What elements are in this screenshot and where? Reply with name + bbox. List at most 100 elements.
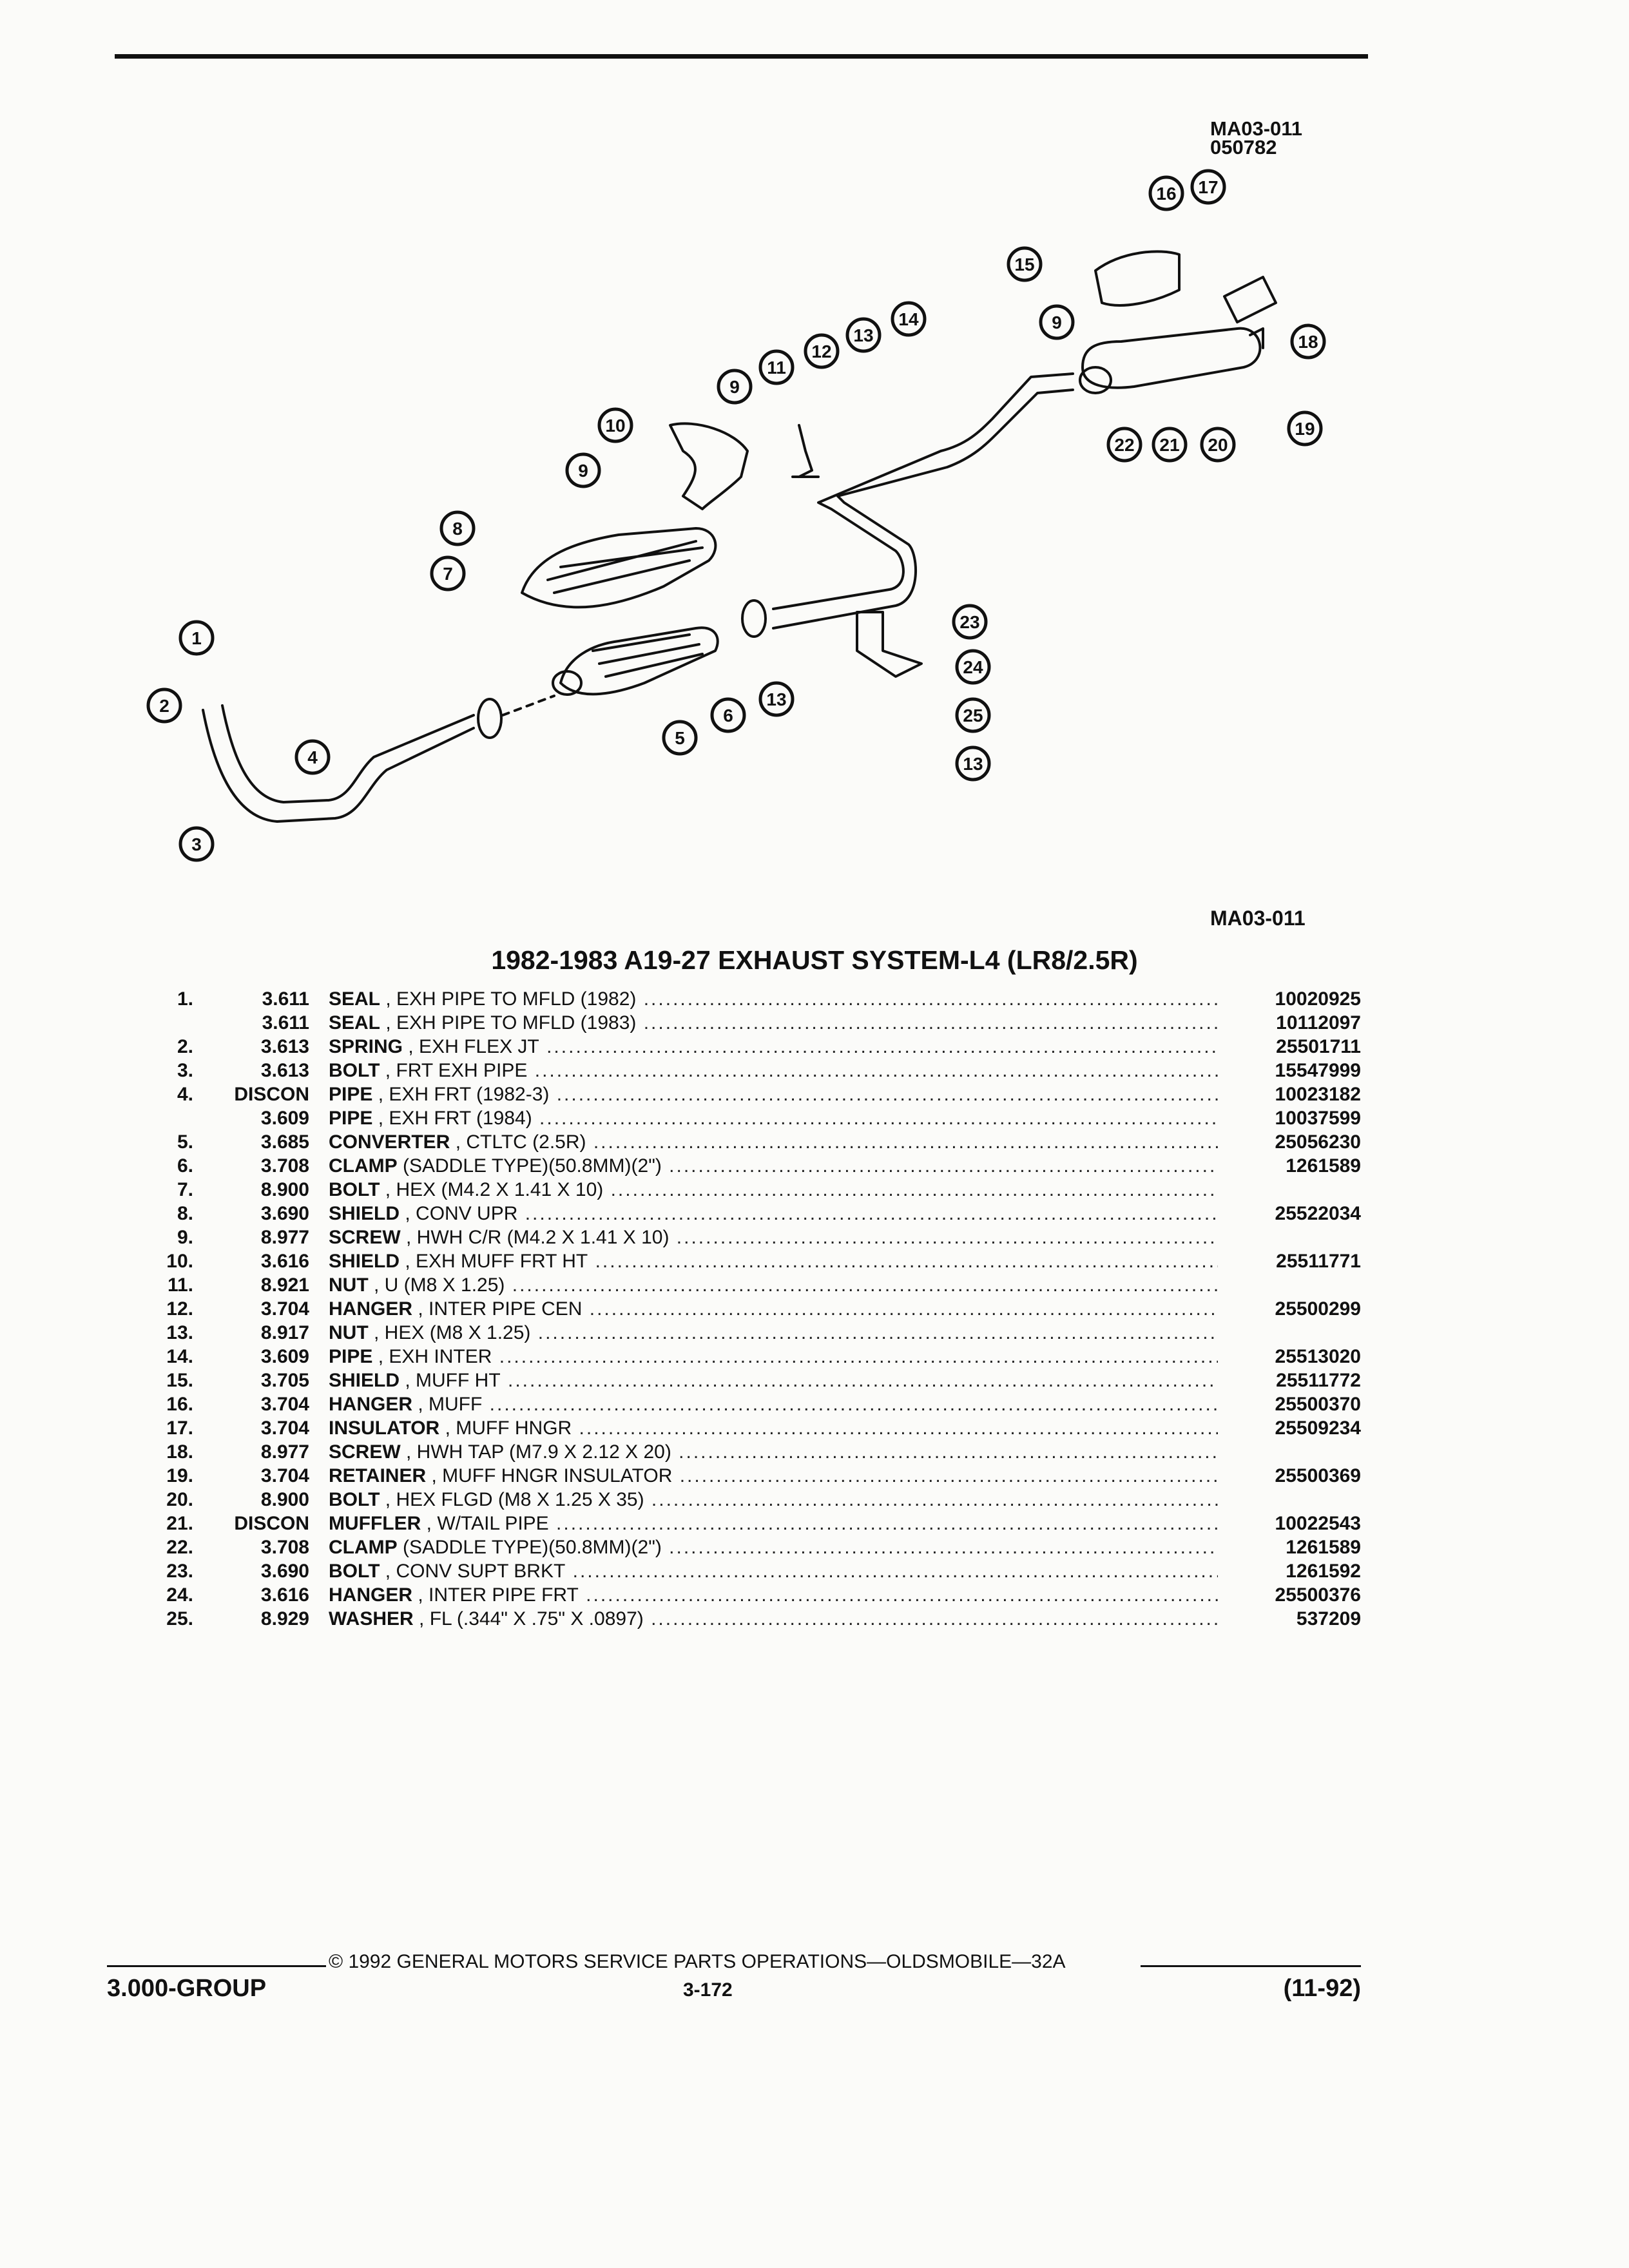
part-index: 6. — [177, 1155, 193, 1177]
part-description: CLAMP (SADDLE TYPE)(50.8MM)(2") ........… — [329, 1535, 1218, 1559]
part-description: BOLT , CONV SUPT BRKT ..................… — [329, 1559, 1218, 1583]
part-detail: , INTER PIPE CEN — [418, 1298, 583, 1320]
svg-text:18: 18 — [1298, 332, 1318, 352]
callout-8: 8 — [439, 510, 476, 546]
part-name: NUT — [329, 1322, 369, 1343]
exhaust-exploded-diagram: 1 2 3 4 5 6 7 8 9 9 9 10 11 12 13 13 13 … — [146, 169, 1326, 862]
part-index: 17. — [166, 1418, 193, 1439]
callout-16: 16 — [1148, 175, 1184, 211]
part-name: PIPE — [329, 1108, 373, 1129]
part-description: NUT , HEX (M8 X 1.25) ..................… — [329, 1321, 1218, 1345]
part-number: 10037599 — [1275, 1108, 1361, 1129]
part-name: WASHER — [329, 1608, 414, 1629]
part-detail: , HWH C/R (M4.2 X 1.41 X 10) — [406, 1227, 670, 1248]
part-description: SCREW , HWH TAP (M7.9 X 2.12 X 20) .....… — [329, 1440, 1218, 1464]
part-index: 16. — [166, 1394, 193, 1415]
leader-dots: ........................................… — [651, 1608, 1218, 1629]
callout-9c: 9 — [1039, 304, 1075, 340]
part-description: SHIELD , MUFF HT .......................… — [329, 1369, 1218, 1392]
leader-dots: ........................................… — [643, 1012, 1218, 1033]
part-name: INSULATOR — [329, 1418, 440, 1439]
part-detail: , FL (.344" X .75" X .0897) — [419, 1608, 644, 1629]
callout-6: 6 — [710, 697, 746, 733]
part-number: 10020925 — [1275, 988, 1361, 1010]
part-number: 25500370 — [1275, 1394, 1361, 1415]
leader-dots: ........................................… — [539, 1108, 1218, 1129]
svg-text:24: 24 — [963, 657, 983, 677]
part-detail: , EXH INTER — [378, 1346, 492, 1367]
part-group-number: 3.704 — [260, 1418, 309, 1439]
part-group-number: 3.685 — [260, 1131, 309, 1153]
parts-row: 17. 3.704 INSULATOR , MUFF HNGR ..........… — [0, 1416, 1629, 1440]
callout-18: 18 — [1290, 323, 1326, 360]
part-name: SEAL — [329, 1012, 381, 1033]
part-description: BOLT , HEX (M4.2 X 1.41 X 10) ..........… — [329, 1178, 1218, 1202]
part-group-number: DISCON — [234, 1084, 309, 1105]
part-name: BOLT — [329, 1060, 380, 1081]
part-index: 5. — [177, 1131, 193, 1153]
part-group-number: 8.929 — [260, 1608, 309, 1629]
leader-dots: ........................................… — [572, 1561, 1218, 1582]
part-detail: , U (M8 X 1.25) — [374, 1274, 505, 1296]
svg-text:5: 5 — [675, 728, 685, 748]
part-detail: , W/TAIL PIPE — [426, 1513, 549, 1534]
part-index: 21. — [166, 1513, 193, 1534]
part-group-number: 3.690 — [260, 1203, 309, 1224]
part-number: 15547999 — [1275, 1060, 1361, 1081]
leader-dots: ........................................… — [669, 1155, 1218, 1177]
part-detail: , HEX FLGD (M8 X 1.25 X 35) — [385, 1489, 644, 1510]
callout-4: 4 — [294, 739, 331, 775]
callout-5: 5 — [662, 720, 698, 756]
part-description: SEAL , EXH PIPE TO MFLD (1983) .........… — [329, 1011, 1218, 1035]
part-description: SHIELD , EXH MUFF FRT HT ...............… — [329, 1249, 1218, 1273]
leader-dots: ........................................… — [651, 1489, 1218, 1510]
part-detail: , EXH FRT (1984) — [378, 1108, 532, 1129]
part-number: 25522034 — [1275, 1203, 1361, 1224]
leader-dots: ........................................… — [676, 1227, 1218, 1248]
part-index: 11. — [167, 1274, 193, 1296]
leader-dots: ........................................… — [537, 1322, 1218, 1343]
part-detail: , EXH FLEX JT — [408, 1036, 539, 1057]
callout-23: 23 — [952, 604, 988, 640]
part-description: WASHER , FL (.344" X .75" X .0897) .....… — [329, 1607, 1218, 1631]
leader-dots: ........................................… — [512, 1274, 1218, 1296]
part-index: 8. — [177, 1203, 193, 1224]
part-number: 25500299 — [1275, 1298, 1361, 1320]
svg-text:3: 3 — [191, 834, 202, 854]
part-number: 25511771 — [1276, 1251, 1361, 1272]
top-rule — [115, 54, 1368, 59]
part-name: SEAL — [329, 988, 381, 1010]
part-index: 23. — [166, 1561, 193, 1582]
callout-17: 17 — [1190, 169, 1226, 205]
leader-dots: ........................................… — [534, 1060, 1218, 1081]
svg-text:8: 8 — [452, 519, 463, 539]
part-detail: , EXH FRT (1982-3) — [378, 1084, 550, 1105]
callout-15: 15 — [1007, 246, 1043, 282]
callout-9a: 9 — [565, 452, 601, 488]
leader-dots: ........................................… — [679, 1441, 1218, 1463]
part-description: PIPE , EXH FRT (1984) ..................… — [329, 1106, 1218, 1130]
part-group-number: 3.705 — [260, 1370, 309, 1391]
part-name: SCREW — [329, 1441, 401, 1463]
part-description: INSULATOR , MUFF HNGR ..................… — [329, 1416, 1218, 1440]
part-number: 1261589 — [1286, 1537, 1361, 1558]
leader-dots: ........................................… — [508, 1370, 1218, 1391]
part-name: SHIELD — [329, 1203, 400, 1224]
footer-date: (11-92) — [1283, 1975, 1361, 2002]
part-group-number: 3.609 — [260, 1346, 309, 1367]
svg-text:23: 23 — [959, 612, 979, 632]
part-description: CLAMP (SADDLE TYPE)(50.8MM)(2") ........… — [329, 1154, 1218, 1178]
footer-page-number: 3-172 — [683, 1979, 733, 2001]
section-title: 1982-1983 A19-27 EXHAUST SYSTEM-L4 (LR8/… — [491, 945, 1138, 975]
part-name: NUT — [329, 1274, 369, 1296]
part-index: 19. — [166, 1465, 193, 1486]
callout-10: 10 — [597, 407, 633, 443]
